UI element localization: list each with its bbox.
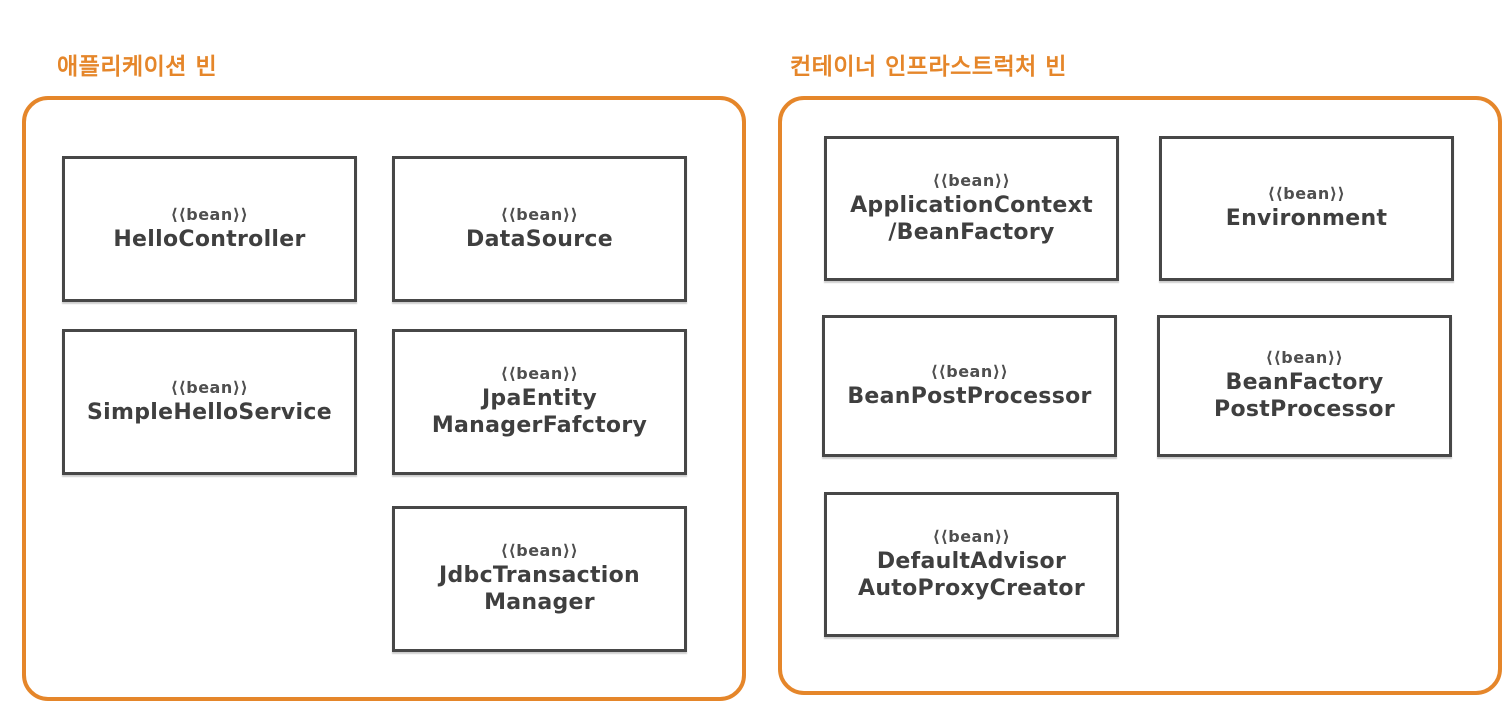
bean-box-simplehelloservice: ⟨⟨bean⟩⟩ SimpleHelloService — [62, 329, 357, 475]
bean-box-applicationcontext-beanfactory: ⟨⟨bean⟩⟩ ApplicationContext /BeanFactory — [824, 136, 1119, 281]
bean-stereotype: ⟨⟨bean⟩⟩ — [1267, 184, 1346, 204]
bean-name: HelloController — [113, 226, 306, 252]
bean-name: DefaultAdvisor AutoProxyCreator — [858, 548, 1085, 601]
bean-name: JpaEntity ManagerFafctory — [431, 386, 648, 438]
bean-name: JdbcTransaction Manager — [439, 563, 640, 615]
bean-stereotype: ⟨⟨bean⟩⟩ — [1265, 348, 1344, 368]
bean-name: SimpleHelloService — [87, 399, 332, 425]
group-title-container-infrastructure-beans: 컨테이너 인프라스트럭처 빈 — [790, 54, 1067, 80]
bean-stereotype: ⟨⟨bean⟩⟩ — [170, 204, 249, 224]
bean-box-hellocontroller: ⟨⟨bean⟩⟩ HelloController — [62, 156, 357, 302]
bean-name: DataSource — [466, 226, 613, 252]
bean-box-defaultadvisorautoproxycreator: ⟨⟨bean⟩⟩ DefaultAdvisor AutoProxyCreator — [824, 492, 1119, 637]
group-title-application-beans: 애플리케이션 빈 — [57, 54, 218, 80]
bean-stereotype: ⟨⟨bean⟩⟩ — [170, 377, 249, 397]
group-container-infrastructure-beans: ⟨⟨bean⟩⟩ ApplicationContext /BeanFactory… — [778, 96, 1502, 695]
bean-stereotype: ⟨⟨bean⟩⟩ — [500, 204, 579, 224]
bean-stereotype: ⟨⟨bean⟩⟩ — [500, 364, 579, 384]
bean-stereotype: ⟨⟨bean⟩⟩ — [932, 170, 1011, 190]
bean-box-jpaentitymanagerfafctory: ⟨⟨bean⟩⟩ JpaEntity ManagerFafctory — [392, 329, 687, 475]
bean-stereotype: ⟨⟨bean⟩⟩ — [930, 361, 1009, 381]
bean-name: ApplicationContext /BeanFactory — [850, 192, 1093, 245]
group-application-beans: ⟨⟨bean⟩⟩ HelloController ⟨⟨bean⟩⟩ DataSo… — [22, 96, 746, 701]
bean-box-datasource: ⟨⟨bean⟩⟩ DataSource — [392, 156, 687, 302]
bean-name: BeanPostProcessor — [847, 383, 1092, 409]
bean-name: Environment — [1225, 206, 1388, 232]
bean-box-beanfactorypostprocessor: ⟨⟨bean⟩⟩ BeanFactory PostProcessor — [1157, 315, 1452, 457]
bean-stereotype: ⟨⟨bean⟩⟩ — [500, 541, 579, 561]
bean-box-environment: ⟨⟨bean⟩⟩ Environment — [1159, 136, 1454, 281]
bean-box-beanpostprocessor: ⟨⟨bean⟩⟩ BeanPostProcessor — [822, 315, 1117, 457]
bean-stereotype: ⟨⟨bean⟩⟩ — [932, 526, 1011, 546]
bean-name: BeanFactory PostProcessor — [1214, 370, 1395, 422]
bean-box-jdbctransactionmanager: ⟨⟨bean⟩⟩ JdbcTransaction Manager — [392, 506, 687, 652]
